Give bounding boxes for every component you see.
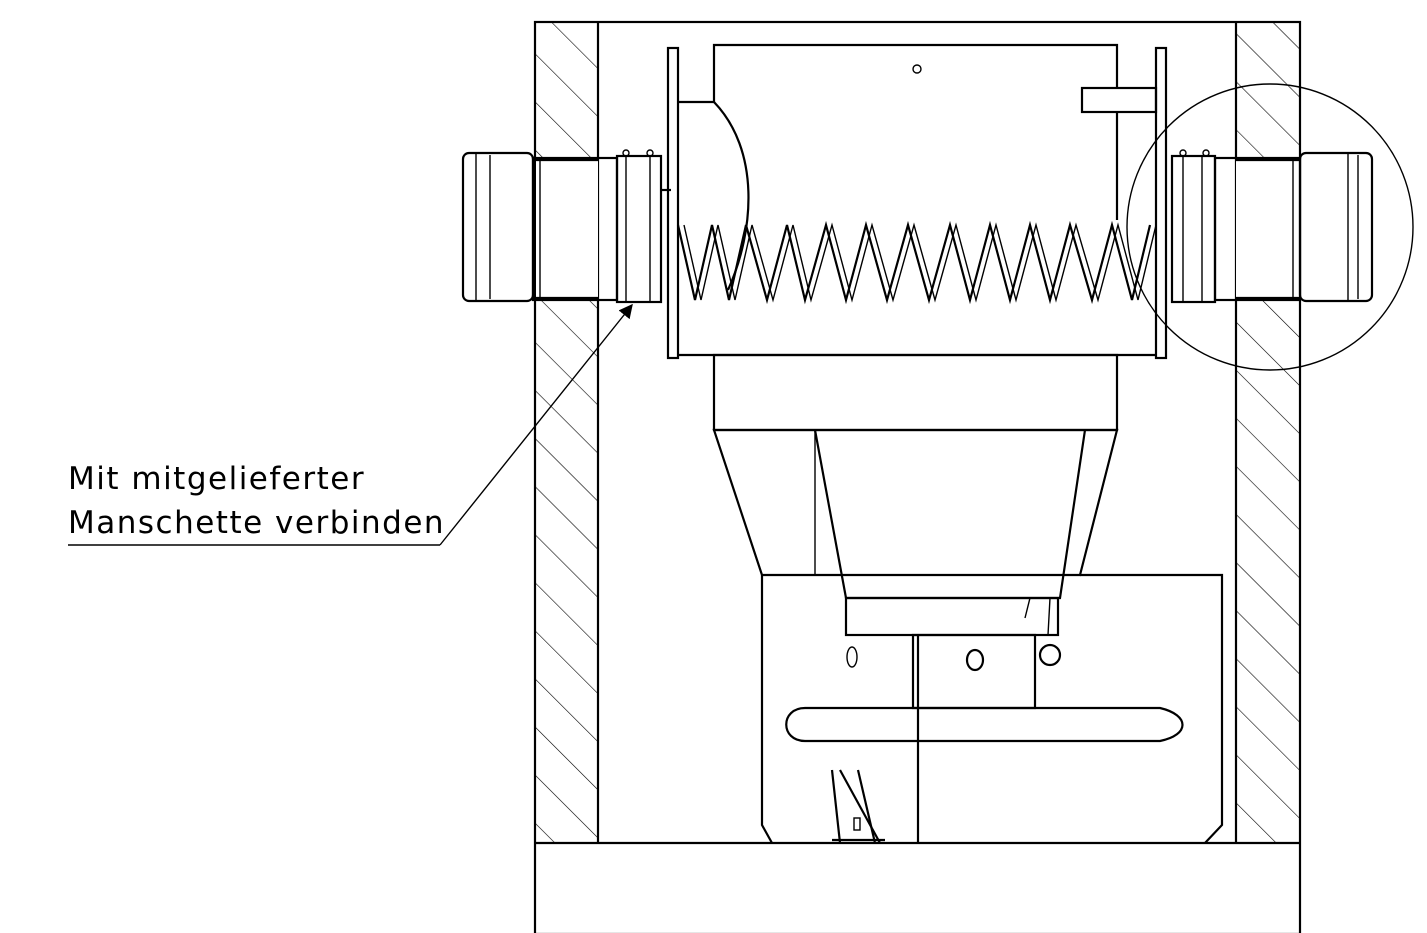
callout-line-1: Mit mitgelieferter: [68, 461, 365, 497]
slot-opening: [785, 706, 1184, 743]
funnel-section: [712, 353, 1119, 637]
callout: Mit mitgelieferter Manschette verbinden: [68, 303, 633, 546]
left-pipe: [461, 149, 671, 304]
base-unit: [760, 573, 1224, 844]
bellows-inner: [683, 222, 1157, 303]
shaft-walls: [533, 20, 1302, 933]
right-wall-hatch: [1236, 23, 1299, 843]
callout-line-2: Manschette verbinden: [68, 505, 445, 541]
leader-arrow: [439, 303, 633, 546]
bellows-outer: [676, 220, 1152, 305]
right-pipe: [1170, 149, 1374, 304]
detail-circle: [1126, 83, 1414, 371]
left-wall-hatch: [536, 23, 598, 843]
upper-housing: [666, 43, 1168, 360]
